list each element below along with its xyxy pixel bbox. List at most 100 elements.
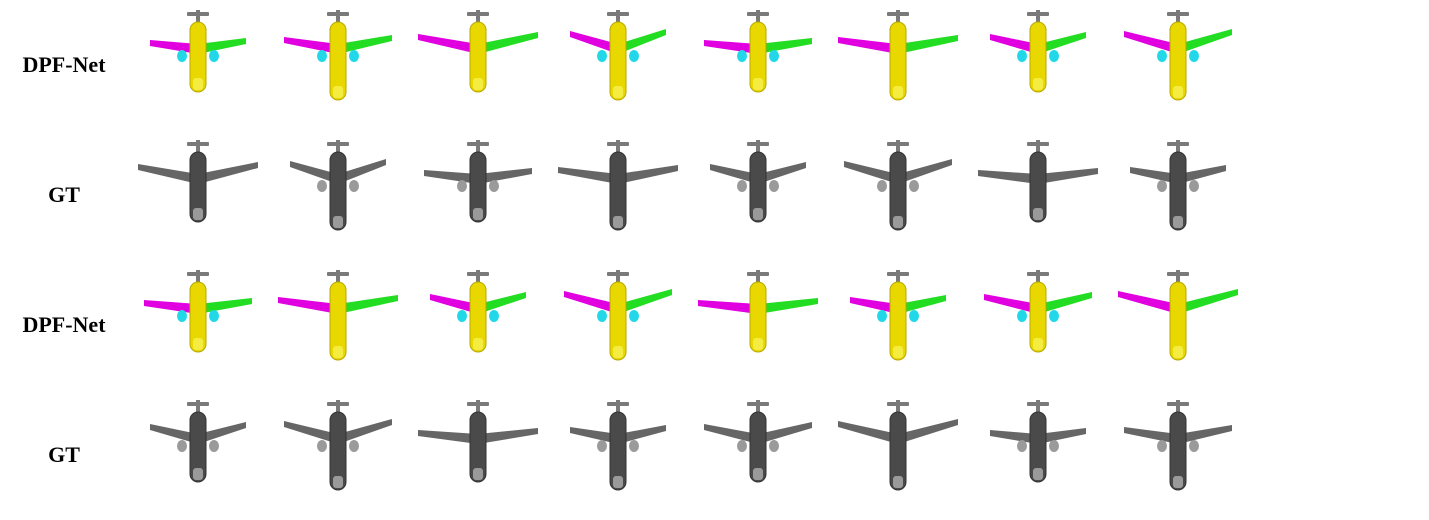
left-wing: [990, 430, 1038, 444]
airplane-illustration: [710, 140, 806, 223]
engine-right: [629, 440, 639, 452]
airplane-render: [548, 260, 688, 390]
airplane-render: [688, 390, 828, 520]
nose: [1173, 476, 1183, 488]
airplane-illustration: [984, 270, 1092, 353]
engine-left: [317, 440, 327, 452]
engine-left: [737, 50, 747, 62]
right-wing: [198, 38, 246, 54]
engine-left: [737, 440, 747, 452]
tail-fin: [756, 140, 760, 158]
tail-stabilizer: [327, 272, 349, 276]
airplane-render: [268, 390, 408, 520]
left-wing: [570, 427, 618, 444]
left-wing: [1118, 291, 1178, 314]
tail-fin: [476, 10, 480, 28]
right-wing: [898, 295, 946, 314]
tail-fin: [336, 10, 340, 28]
nose: [753, 208, 763, 220]
tail-stabilizer: [187, 12, 209, 16]
left-wing: [1130, 167, 1178, 184]
tail-fin: [336, 400, 340, 418]
fuselage: [749, 151, 767, 223]
fuselage: [889, 281, 907, 361]
fuselage: [329, 151, 347, 231]
tail-stabilizer: [187, 272, 209, 276]
nose: [893, 86, 903, 98]
airplane-illustration: [150, 400, 246, 483]
airplane-render: [688, 260, 828, 390]
nose: [613, 216, 623, 228]
right-wing: [618, 29, 666, 54]
tail-fin: [616, 140, 620, 158]
left-wing: [990, 34, 1038, 54]
engine-left: [1157, 440, 1167, 452]
tail-fin: [476, 400, 480, 418]
engine-right: [349, 50, 359, 62]
fuselage: [329, 411, 347, 491]
nose: [753, 338, 763, 350]
engine-left: [877, 180, 887, 192]
tail-fin: [196, 270, 200, 288]
tail-stabilizer: [747, 142, 769, 146]
engine-right: [629, 310, 639, 322]
tail-fin: [1176, 400, 1180, 418]
left-wing: [284, 421, 338, 444]
left-wing: [564, 291, 618, 314]
airplane-render: [968, 130, 1108, 260]
engine-right: [769, 440, 779, 452]
tail-stabilizer: [887, 402, 909, 406]
airplane-render: [688, 0, 828, 130]
engine-left: [177, 50, 187, 62]
engine-right: [909, 180, 919, 192]
airplane-render: [828, 0, 968, 130]
engine-right: [1049, 50, 1059, 62]
airplane-render: [828, 130, 968, 260]
left-wing: [150, 424, 198, 444]
tail-fin: [896, 400, 900, 418]
right-wing: [478, 292, 526, 314]
right-wing: [338, 295, 398, 314]
airplane-illustration: [138, 140, 258, 223]
fuselage: [1029, 281, 1047, 353]
airplane-illustration: [558, 140, 678, 231]
left-wing: [424, 170, 478, 184]
airplane-illustration: [418, 400, 538, 483]
right-wing: [1038, 168, 1098, 184]
airplane-render: [408, 130, 548, 260]
airplane-render: [548, 390, 688, 520]
row-3: DPF-Net: [0, 260, 1429, 390]
engine-left: [317, 50, 327, 62]
left-wing: [150, 40, 198, 54]
tail-stabilizer: [467, 272, 489, 276]
tail-fin: [1176, 10, 1180, 28]
airplane-illustration: [1118, 270, 1238, 361]
airplane-render: [548, 130, 688, 260]
airplane-render: [1108, 390, 1248, 520]
tail-fin: [196, 10, 200, 28]
right-wing: [758, 298, 818, 314]
row-1: DPF-Net: [0, 0, 1429, 130]
right-wing: [338, 159, 386, 184]
tail-fin: [896, 270, 900, 288]
engine-right: [1189, 50, 1199, 62]
tail-stabilizer: [887, 12, 909, 16]
row-4: GT: [0, 390, 1429, 520]
left-wing: [558, 167, 618, 184]
tail-stabilizer: [887, 142, 909, 146]
tail-stabilizer: [327, 12, 349, 16]
right-wing: [338, 419, 392, 444]
tail-stabilizer: [607, 402, 629, 406]
airplane-illustration: [570, 400, 666, 491]
tail-stabilizer: [187, 142, 209, 146]
right-wing: [898, 35, 958, 54]
right-wing: [338, 35, 392, 54]
nose: [473, 78, 483, 90]
airplane-render: [268, 260, 408, 390]
nose: [1033, 78, 1043, 90]
airplane-illustration: [284, 10, 392, 101]
nose: [1173, 216, 1183, 228]
row-label: GT: [48, 442, 80, 467]
tail-fin: [1036, 270, 1040, 288]
airplane-render: [408, 390, 548, 520]
